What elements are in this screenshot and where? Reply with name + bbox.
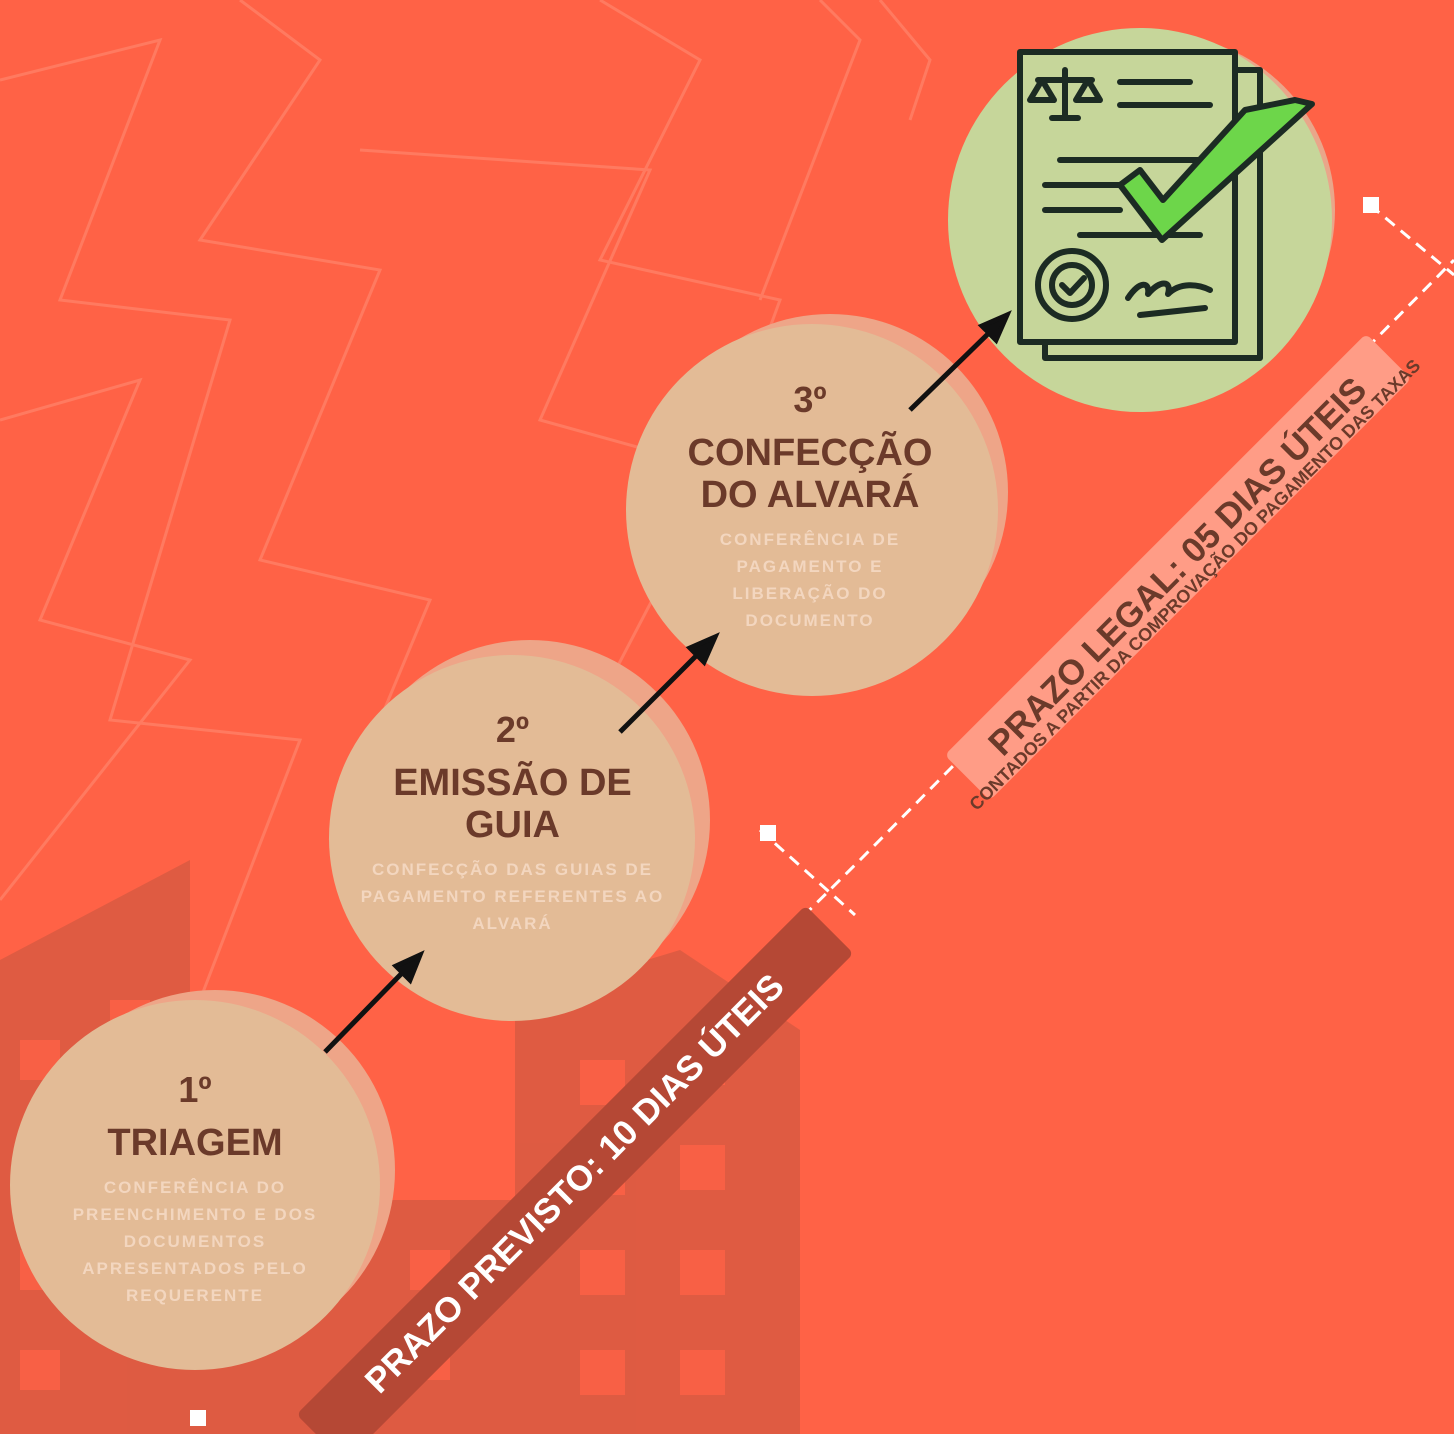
arrow-icon	[618, 650, 702, 734]
step-3: 3º CONFECÇÃO DO ALVARÁ CONFERÊNCIA DE PA…	[660, 380, 960, 634]
signature-icon	[1125, 280, 1213, 301]
arrow-icon	[323, 968, 407, 1054]
step-1: 1º TRIAGEM CONFERÊNCIA DO PREENCHIMENTO …	[45, 1070, 345, 1309]
step-number: 1º	[178, 1069, 212, 1110]
step-number: 2º	[495, 709, 530, 750]
step-description: CONFECÇÃO DAS GUIAS DE PAGAMENTO REFEREN…	[360, 860, 665, 933]
step-title: CONFECÇÃO DO ALVARÁ	[687, 432, 933, 516]
step-number: 3º	[793, 379, 827, 420]
seal-icon	[1035, 248, 1109, 322]
arrow-icon	[908, 328, 994, 412]
checkmark-icon	[1117, 97, 1315, 243]
step-2: 2º EMISSÃO DE GUIA CONFECÇÃO DAS GUIAS D…	[355, 710, 670, 937]
step-description: CONFERÊNCIA DO PREENCHIMENTO E DOS DOCUM…	[72, 1178, 318, 1305]
step-title: TRIAGEM	[107, 1122, 283, 1164]
scale-icon	[1027, 67, 1103, 121]
step-description: CONFERÊNCIA DE PAGAMENTO E LIBERAÇÃO DO …	[719, 530, 901, 630]
step-title: EMISSÃO DE GUIA	[393, 762, 632, 846]
